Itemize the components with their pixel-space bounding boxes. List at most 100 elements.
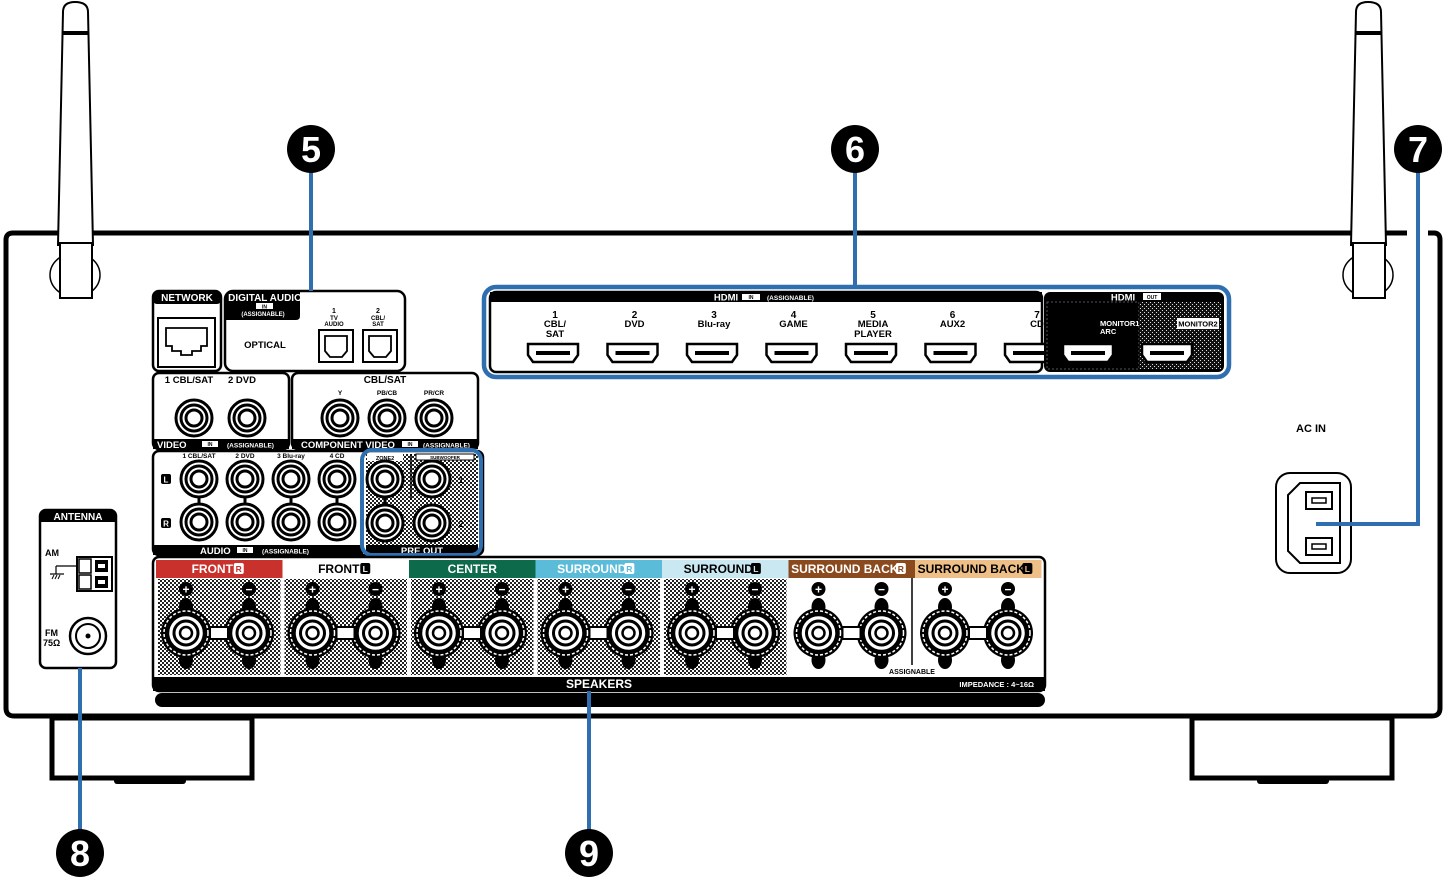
digital-audio-section: DIGITAL AUDIO IN (ASSIGNABLE) OPTICAL 1T… [223,289,407,373]
hdmi-in-port[interactable] [606,342,659,364]
speaker-terminal-positive[interactable] [540,598,591,669]
hdmi-in-port[interactable] [685,342,739,364]
speaker-terminal-negative[interactable] [224,598,274,669]
antenna-right [1342,0,1394,299]
callout-number: 8 [70,833,90,874]
callout-lines [78,170,1420,832]
video-rca-jack[interactable] [227,398,267,438]
speaker-channel-label: SURROUND [684,562,754,576]
optical-port[interactable] [362,329,398,363]
plus-icon: + [815,583,822,597]
minus-icon: − [751,583,758,597]
component-port-label: PB/CB [377,390,398,397]
optical-port-label: TV [330,316,338,322]
speaker-terminal-positive[interactable] [414,598,464,669]
speaker-terminal-positive[interactable] [667,598,717,669]
network-section: NETWORK [151,289,223,373]
speaker-terminal-positive[interactable] [161,598,211,669]
minus-icon: − [498,583,505,597]
speaker-terminal-negative[interactable] [603,598,654,669]
hdmi-out-title: HDMI [1111,293,1135,304]
component-in-badge: IN [408,442,413,448]
hdmi-in-port-label: MEDIA [858,319,889,330]
audio-port-label: 3 Blu-ray [277,453,305,460]
component-source: CBL/SAT [364,375,407,386]
audio-rca-jack-left[interactable] [271,459,311,499]
component-rca-jack[interactable] [414,398,454,438]
ac-inlet[interactable] [1275,472,1352,574]
hdmi-in-port-label: GAME [779,319,808,330]
hdmi-in-port-num: 2 [632,310,638,321]
am-terminal[interactable] [76,556,113,592]
callout-number: 7 [1408,129,1428,170]
ethernet-port[interactable] [157,317,216,368]
hdmi-out-monitor1-port[interactable] [1061,342,1115,364]
hdmi-in-port[interactable] [526,342,580,364]
zone2-rca-jack-left[interactable] [365,459,405,499]
speaker-side-badge: R [626,564,632,574]
speaker-terminal-positive[interactable] [287,598,338,669]
hdmi-in-assignable: (ASSIGNABLE) [767,295,814,302]
hdmi-in-port[interactable] [765,342,818,364]
audio-right-label: R [163,520,169,529]
audio-rca-jack-right[interactable] [225,502,265,542]
component-rca-jack[interactable] [320,398,360,438]
audio-port-label: 1 CBL/SAT [182,453,215,460]
hdmi-in-title: HDMI [714,293,738,304]
audio-rca-jack-left[interactable] [179,459,219,499]
hdmi-in-port-label: AUX2 [940,319,965,330]
component-port-label: PR/CR [424,390,445,397]
audio-rca-jack-right[interactable] [271,502,311,542]
audio-rca-jack-left[interactable] [225,459,265,499]
video-in-badge: IN [208,442,213,448]
antenna-title: ANTENNA [54,512,103,523]
speaker-terminal-negative[interactable] [983,598,1033,669]
digital-audio-in-badge: IN [262,305,267,311]
hdmi-out-badge: OUT [1147,295,1158,301]
video-title: VIDEO [157,440,187,451]
hdmi-in-port[interactable] [924,342,977,364]
hdmi-in-port-label: CBL/ [544,319,567,330]
audio-rca-jack-right[interactable] [317,502,357,542]
audio-rca-jack-right[interactable] [179,502,219,542]
speaker-terminal-negative[interactable] [477,598,527,669]
speaker-channel: CENTER+− [409,560,536,675]
hdmi-in-port-num: 7 [1034,310,1040,321]
optical-port[interactable] [318,329,354,363]
video-rca-jack[interactable] [174,398,214,438]
plus-icon: + [182,583,189,597]
component-rca-jack[interactable] [367,398,407,438]
speaker-terminal-positive[interactable] [920,598,970,669]
speaker-terminal-negative[interactable] [856,598,907,669]
network-label: NETWORK [161,293,213,304]
speaker-terminal-negative[interactable] [350,598,401,669]
fm-connector[interactable] [68,616,108,656]
assignable-label: ASSIGNABLE [889,669,935,676]
hdmi-out-monitor2-port[interactable] [1140,342,1194,364]
digital-audio-title: DIGITAL AUDIO [228,293,302,304]
ac-in-section: AC IN [1275,423,1352,574]
am-label: AM [45,548,59,558]
speaker-channel-label: CENTER [448,562,498,576]
speaker-channel-label: SURROUND BACK [791,562,899,576]
subwoofer-1-jack[interactable] [412,459,452,499]
speaker-terminal-negative[interactable] [730,598,780,669]
ac-in-label: AC IN [1296,423,1326,435]
speaker-terminal-positive[interactable] [793,598,844,669]
zone2-label: ZONE2 [376,456,394,462]
minus-icon: − [625,583,632,597]
subwoofer-2-jack[interactable] [412,503,452,543]
audio-port-label: 2 DVD [235,453,254,460]
optical-label: OPTICAL [244,340,286,351]
zone2-rca-jack-right[interactable] [365,503,405,543]
callout-9: 9 [565,829,613,877]
audio-title: AUDIO [200,546,231,557]
audio-in-badge: IN [243,548,248,554]
hdmi-in-port[interactable] [844,342,898,364]
callout-5: 5 [287,125,335,173]
speaker-side-badge: L [753,564,758,574]
impedance-label: IMPEDANCE : 4~16Ω [959,680,1034,689]
audio-rca-jack-left[interactable] [317,459,357,499]
